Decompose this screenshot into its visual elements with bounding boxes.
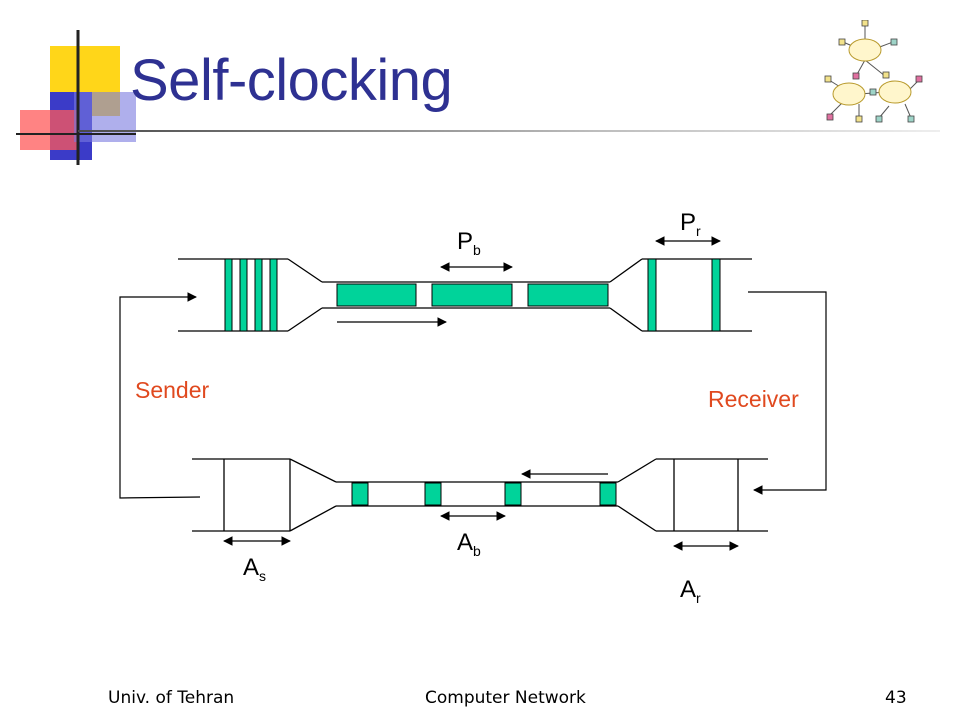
sender-packet	[239, 258, 248, 332]
slide-logo-icon	[16, 30, 136, 165]
as-label-sub: s	[259, 568, 266, 584]
title-divider	[78, 130, 940, 132]
footer-course: Computer Network	[425, 688, 586, 708]
pb-label-main: P	[457, 228, 473, 255]
ack-packet	[424, 482, 442, 506]
sender-label: Sender	[135, 377, 210, 403]
ar-label-sub: r	[696, 590, 701, 606]
ack-packet	[351, 482, 369, 506]
ack-packet	[504, 482, 522, 506]
pr-label: Pr	[680, 209, 701, 239]
as-label-main: A	[243, 554, 259, 581]
sender-feedback-line	[119, 292, 201, 499]
ab-label: Ab	[457, 529, 481, 559]
pr-label-main: P	[680, 209, 696, 236]
slide-title: Self-clocking	[130, 48, 453, 113]
network-topology-icon	[824, 20, 923, 123]
footer-page-number: 43	[885, 688, 907, 708]
ab-label-main: A	[457, 529, 473, 556]
receiver-packet	[711, 258, 721, 332]
as-label: As	[243, 554, 266, 584]
pr-label-sub: r	[696, 223, 701, 239]
bottleneck-packet	[527, 283, 609, 307]
bottleneck-packet	[431, 283, 513, 307]
pb-label: Pb	[457, 228, 481, 258]
pb-label-sub: b	[473, 242, 481, 258]
ack-packet	[599, 482, 617, 506]
sender-packet	[254, 258, 263, 332]
receiver-packet	[647, 258, 657, 332]
ar-label-main: A	[680, 576, 696, 603]
receiver-label: Receiver	[708, 386, 799, 412]
receiver-feedback-line	[748, 291, 827, 495]
bottleneck-packet	[336, 283, 417, 307]
footer-university: Univ. of Tehran	[108, 688, 235, 708]
sender-packet	[224, 258, 233, 332]
ack-pipe-bottom	[192, 458, 768, 532]
ar-label: Ar	[680, 576, 701, 606]
sender-packet	[269, 258, 278, 332]
ab-label-sub: b	[473, 543, 481, 559]
